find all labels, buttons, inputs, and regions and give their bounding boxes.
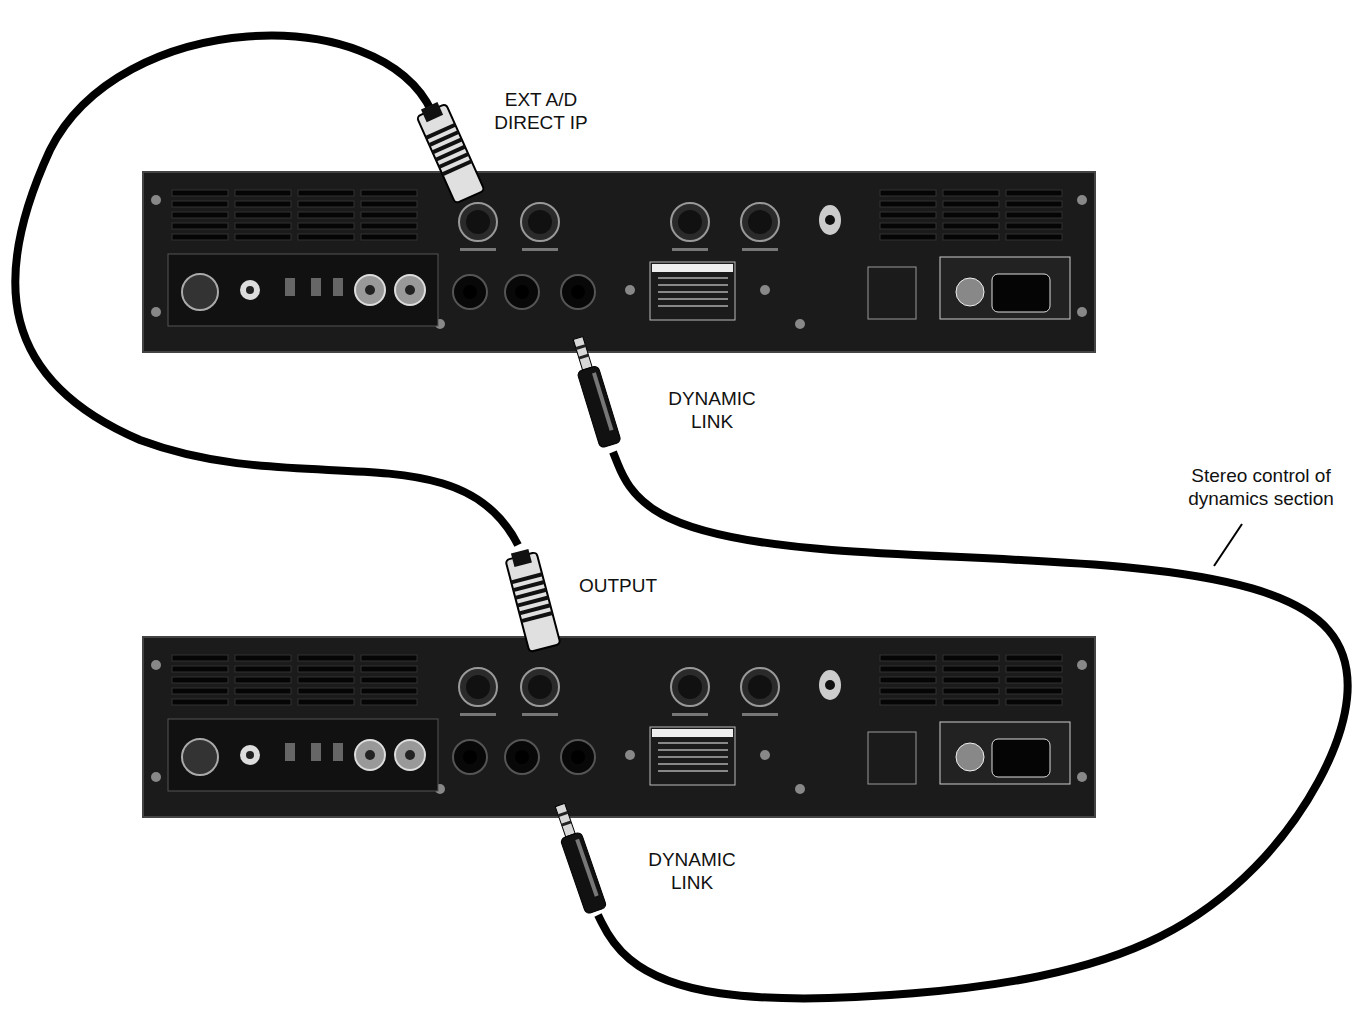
xlr-plug xyxy=(504,547,560,652)
xlr-cable xyxy=(15,36,518,545)
connector-label: DYNAMIC LINK xyxy=(634,848,750,894)
connector-label: DYNAMIC LINK xyxy=(654,387,770,433)
connector-label: OUTPUT xyxy=(568,574,668,597)
trs-plug xyxy=(567,335,621,449)
connector-label: EXT A/D DIRECT IP xyxy=(483,88,599,134)
xlr-plug xyxy=(415,99,485,203)
rack-unit xyxy=(143,637,1095,817)
trs-cable xyxy=(598,452,1348,998)
note-label: Stereo control of dynamics section xyxy=(1168,464,1354,510)
rack-unit xyxy=(143,172,1095,352)
trs-plug xyxy=(550,801,607,914)
leader-line xyxy=(1214,524,1242,566)
